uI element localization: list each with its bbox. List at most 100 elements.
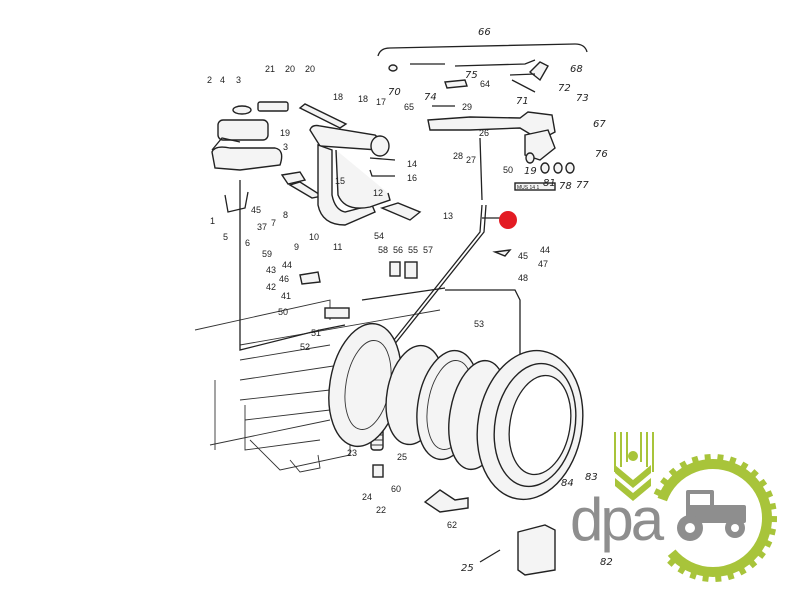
part-label-60: 60 (391, 484, 401, 494)
part-label-77: 77 (576, 180, 589, 191)
part-label-1: 1 (210, 216, 215, 226)
part-label-12: 12 (373, 188, 383, 198)
part-label-47: 47 (538, 259, 548, 269)
gear-tooth (729, 456, 737, 465)
gear-tooth (660, 477, 669, 486)
gear-tooth (702, 575, 709, 582)
master-cylinder-assembly (211, 101, 346, 351)
part-label-50: 50 (503, 165, 513, 175)
part-label-81: 81 (543, 178, 556, 189)
part-label-18: 18 (358, 94, 368, 104)
part-label-5: 5 (223, 232, 228, 242)
dpa-logo: dpa (570, 432, 778, 583)
part-label-23: 23 (347, 448, 357, 458)
gear-tooth (765, 490, 774, 499)
part-label-15: 15 (335, 176, 345, 186)
part-label-18: 18 (333, 92, 343, 102)
part-label-70: 70 (388, 87, 401, 98)
part-label-59: 59 (262, 249, 272, 259)
part-label-25: 25 (397, 452, 407, 462)
gear-tooth (758, 478, 768, 488)
gear-tooth (769, 502, 777, 510)
part-label-45: 45 (251, 205, 261, 215)
part-label-65: 65 (404, 102, 414, 112)
gear-tooth (768, 528, 777, 536)
part-label-29: 29 (462, 102, 472, 112)
part-label-27: 27 (466, 155, 476, 165)
part-label-10: 10 (309, 232, 319, 242)
marker-dot (499, 211, 517, 229)
part-label-11: 11 (333, 242, 342, 252)
brake-cable (445, 289, 521, 355)
plate-label: MUS 14 1 (517, 185, 539, 191)
part-label-2: 2 (207, 75, 212, 85)
part-label-13: 13 (443, 211, 453, 221)
gear-tooth (667, 558, 676, 567)
bracket-62 (423, 489, 469, 513)
gear-tooth (704, 453, 711, 461)
part-label-22: 22 (376, 505, 386, 515)
gear-tooth (738, 567, 747, 576)
part-label-3: 3 (236, 75, 241, 85)
part-label-46: 46 (279, 274, 289, 284)
part-label-8: 8 (283, 210, 288, 220)
part-label-64: 64 (480, 79, 490, 89)
group-bracket-66 (377, 43, 588, 57)
part-label-14: 14 (407, 159, 417, 169)
part-label-51: 51 (311, 328, 321, 338)
gear-tooth (668, 467, 678, 477)
gear-tooth (757, 550, 766, 559)
part-label-50: 50 (278, 307, 288, 317)
part-label-67: 67 (593, 119, 606, 130)
part-label-78: 78 (559, 181, 572, 192)
part-label-68: 68 (570, 64, 583, 75)
part-label-76: 76 (595, 149, 608, 160)
part-label-4: 4 (220, 75, 225, 85)
part-label-71: 71 (516, 96, 529, 107)
part-label-75: 75 (465, 70, 478, 81)
part-label-41: 41 (281, 291, 291, 301)
part-label-53: 53 (474, 319, 484, 329)
part-label-44: 44 (540, 245, 550, 255)
gear-tooth (727, 572, 735, 581)
part-label-7: 7 (271, 218, 276, 228)
gear-tooth (653, 488, 662, 497)
part-label-72: 72 (558, 83, 571, 94)
gear-tooth (770, 516, 778, 523)
gear-tooth (715, 575, 722, 583)
brake-drum-assembly (328, 322, 584, 501)
gear-tooth (677, 566, 686, 575)
gear-tooth (750, 469, 759, 478)
part-label-73: 73 (576, 93, 589, 104)
part-label-56: 56 (393, 245, 403, 255)
part-label-44: 44 (282, 260, 292, 270)
part-label-58: 58 (378, 245, 388, 255)
part-label-19: 19 (280, 128, 290, 138)
part-label-17: 17 (376, 97, 386, 107)
pedal-assembly (298, 103, 422, 226)
gear-tooth (717, 454, 724, 461)
part-label-16: 16 (407, 173, 417, 183)
gear-tooth (691, 455, 699, 464)
part-label-20: 20 (285, 64, 295, 74)
gear-tooth (679, 460, 688, 469)
part-label-25: 25 (461, 563, 474, 574)
part-label-37: 37 (257, 222, 267, 232)
part-label-6: 6 (245, 238, 250, 248)
part-label-9: 9 (294, 242, 299, 252)
part-label-57: 57 (423, 245, 433, 255)
part-label-74: 74 (424, 92, 437, 103)
gear-tooth (740, 461, 749, 470)
part-label-28: 28 (453, 151, 463, 161)
part-label-24: 24 (362, 492, 372, 502)
part-label-83: 83 (585, 472, 598, 483)
gear-tooth (689, 571, 697, 580)
part-label-42: 42 (266, 282, 276, 292)
part-label-21: 21 (265, 64, 275, 74)
part-label-43: 43 (266, 265, 276, 275)
part-label-48: 48 (518, 273, 528, 283)
part-label-52: 52 (300, 342, 310, 352)
part-label-55: 55 (408, 245, 418, 255)
part-label-84: 84 (561, 478, 574, 489)
